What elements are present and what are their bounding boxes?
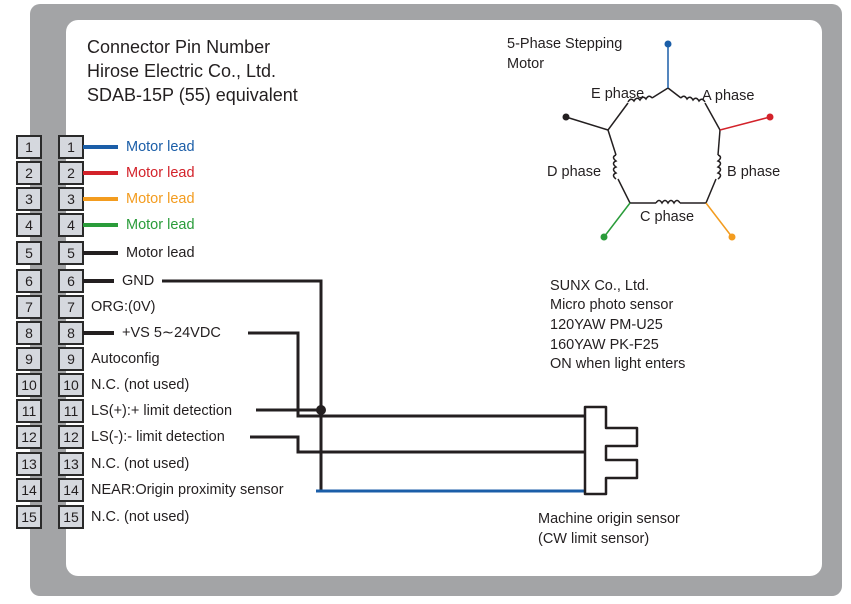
sensor-line-3: 120YAW PM-U25 [550,317,663,333]
pin-label-8: +VS 5∼24VDC [122,325,221,341]
inner-pin-15: 15 [58,505,84,529]
motor-lead-bottom-left [603,202,631,238]
origin-sensor-line-2: (CW limit sensor) [538,531,650,547]
diagram-panel [66,20,822,576]
sensor-body [583,405,639,496]
inner-pin-11: 11 [58,399,84,423]
inner-pin-12: 12 [58,425,84,449]
pin-label-14: NEAR:Origin proximity sensor [91,482,284,498]
sensor-line-4: 160YAW PK-F25 [550,337,659,353]
outer-pin-6: 6 [16,269,42,293]
motor-title-line-2: Motor [507,56,545,72]
pin-label-6: GND [122,273,155,289]
outer-pin-11: 11 [16,399,42,423]
b-phase-label: B phase [727,164,781,180]
pin-label-15: N.C. (not used) [91,509,190,525]
motor-title-line-1: 5-Phase Stepping [507,36,623,52]
sensor-line-2: Micro photo sensor [550,297,674,313]
pin-label-1: Motor lead [126,139,195,155]
pin-label-5: Motor lead [126,245,195,261]
sensor-line-1: SUNX Co., Ltd. [550,278,650,294]
c-phase-label: C phase [640,209,695,225]
motor-symbol [607,87,722,205]
outer-pin-3: 3 [16,187,42,211]
inner-pin-1: 1 [58,135,84,159]
inner-pin-10: 10 [58,373,84,397]
motor-terminal-left [562,113,570,121]
motor-terminal-top [664,40,672,48]
outer-pin-1: 1 [16,135,42,159]
outer-pin-12: 12 [16,425,42,449]
e-phase-label: E phase [591,86,645,102]
pin-label-12: LS(-):- limit detection [91,429,225,445]
inner-pin-8: 8 [58,321,84,345]
a-phase-label: A phase [702,88,755,104]
motor-terminal-right [766,113,774,121]
junction-dot [316,405,326,415]
header-line-2: Hirose Electric Co., Ltd. [87,61,277,81]
motor-lead-bottom-right [705,202,733,238]
d-phase-label: D phase [547,164,602,180]
pin-label-10: N.C. (not used) [91,377,190,393]
wire-ls-minus [250,435,585,454]
outer-pin-5: 5 [16,241,42,265]
motor-lead-left [565,116,609,131]
outer-pin-15: 15 [16,505,42,529]
pin-label-3: Motor lead [126,191,195,207]
pin-label-7: ORG:(0V) [91,299,156,315]
pin-label-13: N.C. (not used) [91,456,190,472]
header-line-3: SDAB-15P (55) equivalent [87,85,298,105]
pin-label-9: Autoconfig [91,351,160,367]
inner-pin-9: 9 [58,347,84,371]
outer-pin-10: 10 [16,373,42,397]
pin-label-4: Motor lead [126,217,195,233]
sensor-line-5: ON when light enters [550,356,686,372]
pin-label-2: Motor lead [126,165,195,181]
inner-pin-7: 7 [58,295,84,319]
wire-ls-plus [256,408,585,418]
outer-pin-2: 2 [16,161,42,185]
wire-vs [248,331,300,410]
pin-label-11: LS(+):+ limit detection [91,403,233,419]
outer-pin-4: 4 [16,213,42,237]
header-line-1: Connector Pin Number [87,37,271,57]
motor-terminal-bottom-left [600,233,608,241]
inner-pin-2: 2 [58,161,84,185]
outer-pin-7: 7 [16,295,42,319]
motor-lead-right [719,116,771,131]
motor-terminal-bottom-right [728,233,736,241]
inner-pin-13: 13 [58,452,84,476]
origin-sensor-line-1: Machine origin sensor [538,511,680,527]
outer-pin-13: 13 [16,452,42,476]
outer-pin-14: 14 [16,478,42,502]
wire-gnd [162,279,323,491]
inner-pin-5: 5 [58,241,84,265]
inner-pin-3: 3 [58,187,84,211]
outer-pin-8: 8 [16,321,42,345]
outer-pin-9: 9 [16,347,42,371]
inner-pin-14: 14 [58,478,84,502]
